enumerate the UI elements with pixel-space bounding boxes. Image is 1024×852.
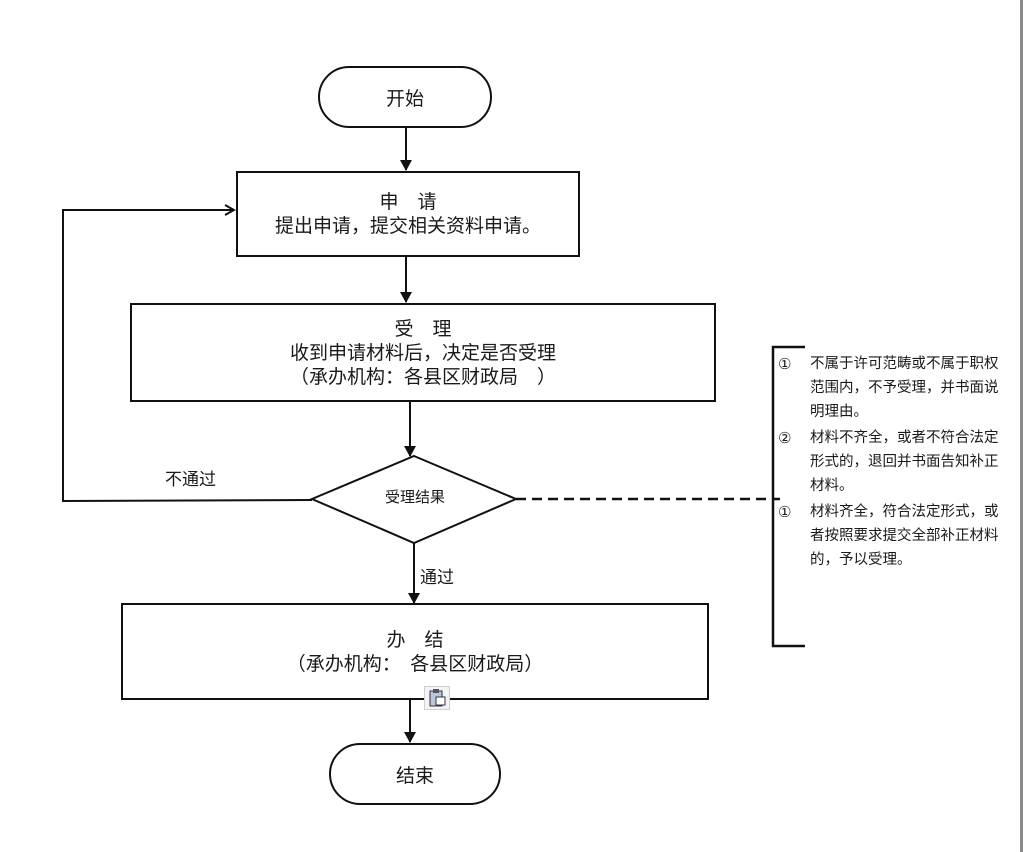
note-number: ② [778, 429, 792, 447]
accept-desc: 收到申请材料后，决定是否受理 [289, 341, 556, 364]
note-item: ① 不属于许可范畴或不属于职权范围内，不予受理，并书面说明理由。 [778, 352, 1018, 424]
note-number: ① [778, 355, 792, 373]
note-item: ② 材料不齐全，或者不符合法定形式的，退回并书面告知补正材料。 [778, 426, 1018, 498]
end-node: 结束 [329, 743, 501, 805]
start-node: 开始 [318, 66, 492, 128]
note-text: 不属于许可范畴或不属于职权范围内，不予受理，并书面说明理由。 [810, 356, 999, 420]
accept-node: 受 理 收到申请材料后，决定是否受理 （承办机构：各县区财政局 ） [130, 303, 716, 402]
notes-panel: ① 不属于许可范畴或不属于职权范围内，不予受理，并书面说明理由。 ② 材料不齐全… [778, 352, 1018, 572]
edge-reject-loop [62, 210, 313, 503]
complete-title: 办 结 [386, 628, 444, 651]
note-text: 材料齐全，符合法定形式，或者按照要求提交全部补正材料的，予以受理。 [810, 504, 999, 568]
decision-label: 受理结果 [384, 488, 445, 506]
pass-label: 通过 [420, 568, 454, 588]
start-label: 开始 [385, 87, 424, 110]
note-number: ① [778, 503, 792, 521]
note-item: ① 材料齐全，符合法定形式，或者按照要求提交全部补正材料的，予以受理。 [778, 500, 1018, 572]
reject-label: 不通过 [165, 470, 216, 490]
clipboard-paste-icon[interactable] [424, 686, 450, 710]
apply-desc: 提出申请，提交相关资料申请。 [274, 215, 541, 237]
complete-node: 办 结 （承办机构： 各县区财政局） [121, 603, 709, 700]
apply-node: 申 请 提出申请，提交相关资料申请。 [236, 171, 580, 257]
accept-org: （承办机构：各县区财政局 ） [289, 365, 556, 388]
accept-title: 受 理 [394, 317, 452, 340]
complete-org: （承办机构： 各县区财政局） [286, 652, 544, 675]
end-label: 结束 [395, 764, 434, 787]
apply-title: 申 请 [379, 191, 437, 213]
image-right-border [1020, 0, 1023, 852]
notes-bracket [771, 345, 805, 648]
note-text: 材料不齐全，或者不符合法定形式的，退回并书面告知补正材料。 [810, 430, 999, 494]
